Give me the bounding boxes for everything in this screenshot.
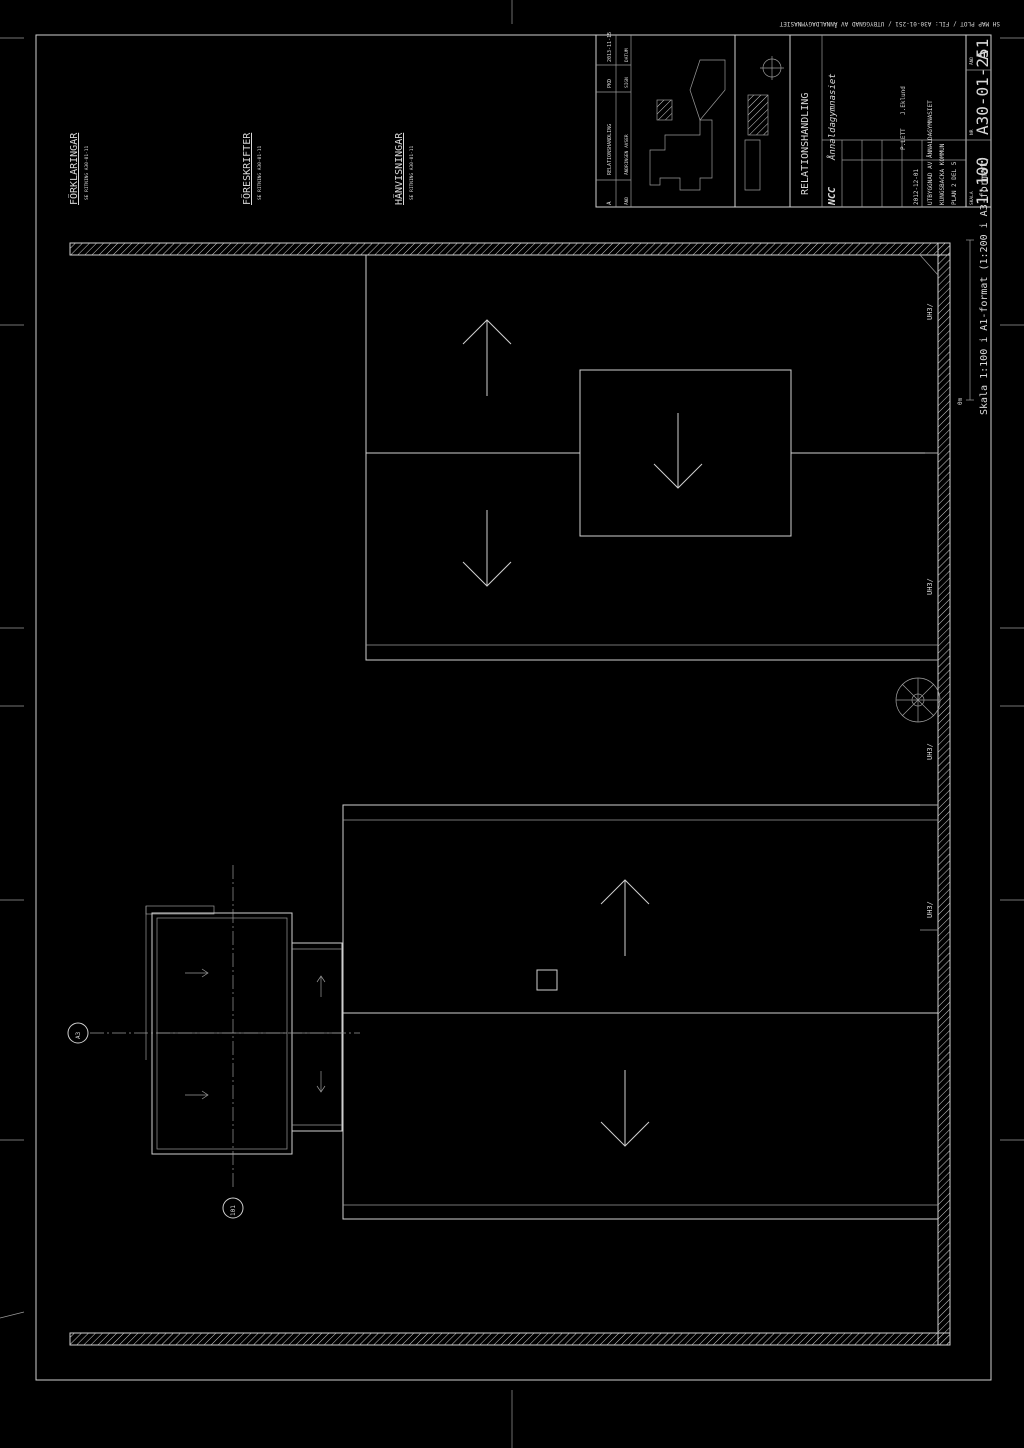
- nr-header: NR: [969, 129, 975, 135]
- drawing-revision: A: [973, 50, 992, 60]
- unit-label: UH3/: [926, 743, 934, 760]
- wall-right: [937, 242, 951, 1346]
- project-name: Ånnaldagymnasiet: [826, 73, 838, 161]
- hanvisningar-sub: SE RITNING A30-01-11: [409, 146, 415, 200]
- rev-header-sign: SIGN: [624, 77, 630, 88]
- arrow-right-icon: [185, 968, 209, 978]
- notes-foreskrifter: FÖRESKRIFTER SE RITNING A30-01-11: [240, 132, 263, 205]
- foreskrifter-sub: SE RITNING A30-01-11: [257, 146, 263, 200]
- wall-bottom: [69, 1332, 951, 1346]
- ansvarig: J.Eklund: [900, 86, 907, 115]
- key-plan: [649, 56, 784, 191]
- notes-forklaringar: FÖRKLARINGAR SE RITNING A30-01-11: [67, 132, 90, 205]
- drawing-number: A30-01-251: [973, 39, 992, 135]
- forklaringar-sub: SE RITNING A30-01-11: [84, 146, 90, 200]
- spiral-stair-icon: [895, 677, 941, 723]
- rev-row-text: RELATIONSHANDLING: [607, 124, 613, 175]
- arrow-up-icon: [316, 975, 326, 997]
- drawing-date: 2012-12-01: [913, 168, 920, 205]
- grid-marker-101-label: 101: [230, 1205, 237, 1216]
- arrow-down-icon: [316, 1071, 326, 1093]
- grid-marker-101: 101: [222, 1197, 244, 1219]
- scale-header: SKALA: [969, 191, 975, 205]
- title-block: ÄND ÄNDRINGEN AVSER SIGN DATUM A RELATIO…: [595, 32, 992, 208]
- sheet-border: [35, 34, 992, 1381]
- column-square: [536, 969, 558, 991]
- wall-details: [919, 254, 939, 931]
- status-label: RELATIONSHANDLING: [800, 93, 811, 195]
- lower-room: [342, 804, 939, 1220]
- grid-lines: [90, 865, 360, 1190]
- grid-marker-a3-label: A3: [75, 1031, 82, 1039]
- top-strip-text: SH MAP PLOT / FIL: A30-01-251 / UTBYGGNA…: [779, 20, 1000, 27]
- left-block: [145, 905, 343, 1155]
- foreskrifter-title: FÖRESKRIFTER: [240, 132, 253, 205]
- arrow-down-icon: [462, 510, 512, 587]
- rev-header-text: ÄNDRINGEN AVSER: [623, 134, 630, 175]
- unit-label: UH3/: [926, 303, 934, 320]
- arrow-right-icon: [185, 1090, 209, 1100]
- client: KUNGSBACKA KOMMUN: [939, 143, 946, 205]
- project-title: UTBYGGNAD AV ÅNNALDAGYMNASIET: [927, 100, 934, 205]
- drawing-scale: 1:100: [973, 157, 992, 205]
- rev-header-rev: ÄND: [623, 197, 630, 205]
- rev-row-sign: PKD: [607, 79, 613, 88]
- unit-label: UH3/: [926, 901, 934, 918]
- rev-row-rev: A: [606, 201, 613, 205]
- handlaggare: P.LETT: [900, 128, 907, 150]
- scale-note: Skala 1:100 i A1-format (1:200 i A3-form…: [979, 156, 990, 415]
- arrow-up-icon: [462, 319, 512, 396]
- company-logo: NCC: [827, 187, 838, 206]
- wall-top: [69, 242, 951, 256]
- upper-room: [365, 254, 939, 661]
- rev-header-date: DATUM: [624, 48, 630, 62]
- arrow-down-icon: [653, 413, 703, 489]
- rev-header: ÄND: [968, 57, 975, 65]
- forklaringar-title: FÖRKLARINGAR: [67, 132, 80, 205]
- rev-row-date: 2013-11-15: [607, 32, 613, 62]
- opening-center: [579, 369, 792, 537]
- arrow-up-icon: [600, 879, 650, 956]
- scale-bar-label: 0m: [957, 397, 964, 405]
- hanvisningar-title: HÄNVISNINGAR: [392, 132, 405, 205]
- scale-bar: [966, 239, 974, 401]
- arrow-down-icon: [600, 1070, 650, 1147]
- sheet-title: PLAN 2 DEL 5: [951, 161, 958, 205]
- grid-marker-a3: A3: [67, 1022, 89, 1044]
- notes-hanvisningar: HÄNVISNINGAR SE RITNING A30-01-11: [392, 132, 415, 205]
- unit-label: UH3/: [926, 578, 934, 595]
